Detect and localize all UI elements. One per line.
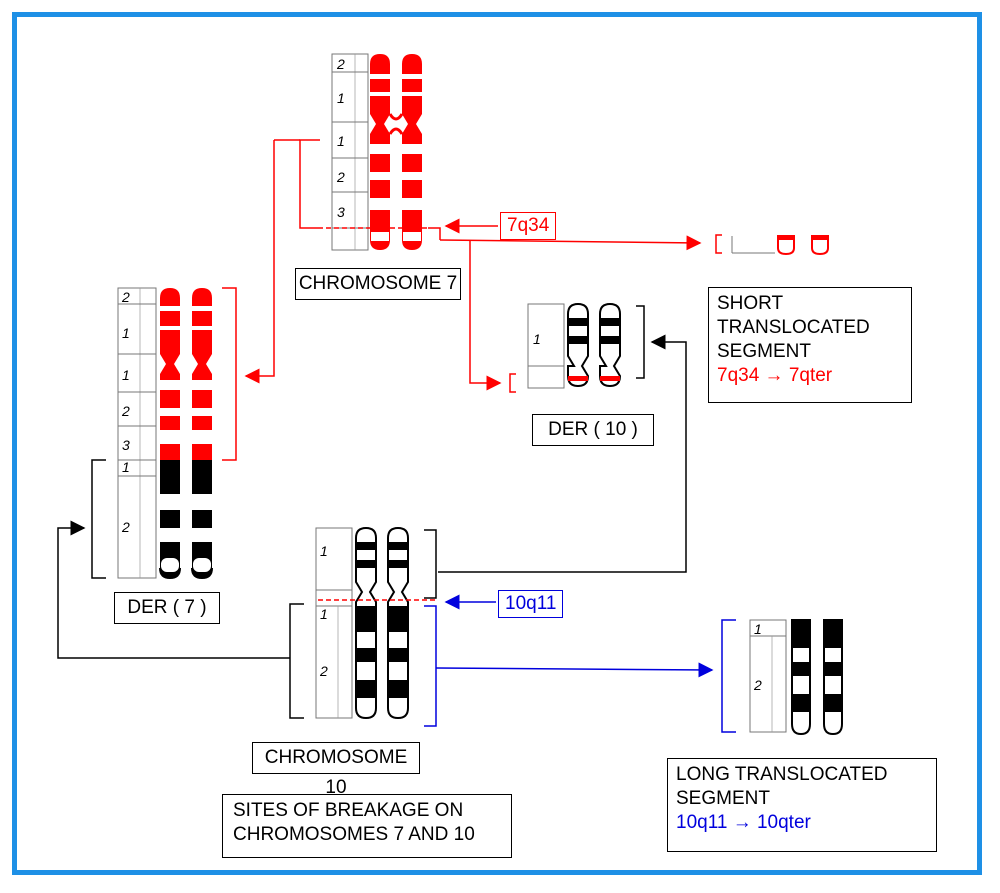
breakpoint-7q34-tag: 7q34 xyxy=(500,212,557,240)
chr10-region-1p: 1 xyxy=(320,543,328,559)
chr7-region-1p: 1 xyxy=(337,90,345,106)
short-segment-box: SHORT TRANSLOCATED SEGMENT 7q34 → 7qter xyxy=(708,287,912,403)
arrow-chr10p-to-der10 xyxy=(438,334,687,573)
long-segment-ideogram: 1 2 xyxy=(721,619,843,736)
long-seg-region-1: 1 xyxy=(754,621,762,637)
der7-region-10-1: 1 xyxy=(122,459,130,475)
long-segment-line1: LONG TRANSLOCATED xyxy=(676,764,888,785)
arrow-to-long-segment xyxy=(435,662,714,678)
sites-line2: CHROMOSOMES 7 AND 10 xyxy=(233,824,475,845)
chr10-region-2q: 2 xyxy=(319,663,328,679)
chromosome-10-label: CHROMOSOME 10 xyxy=(252,742,420,798)
chr7-ruler xyxy=(331,53,369,251)
long-seg-region-2: 2 xyxy=(753,677,762,693)
arrow-chr7-to-der7 xyxy=(244,140,275,384)
der7-ruler xyxy=(117,287,157,579)
short-segment-line1: SHORT xyxy=(717,293,784,314)
short-segment-line2: TRANSLOCATED xyxy=(717,317,870,338)
chr10-region-1q: 1 xyxy=(320,606,328,622)
breakpoint-10q11-tag: 10q11 xyxy=(498,590,564,618)
chromosome-10: 1 1 2 xyxy=(289,526,437,727)
figure-frame xyxy=(12,12,982,875)
long-segment-box: LONG TRANSLOCATED SEGMENT 10q11 → 10qter xyxy=(667,758,937,852)
der7-region-2q: 2 xyxy=(121,403,130,419)
der10-label: DER ( 10 ) xyxy=(532,414,654,446)
der7-region-1p: 1 xyxy=(122,325,130,341)
chr7-region-2p: 2 xyxy=(336,56,345,72)
chromosome-7: 2 1 1 2 3 xyxy=(318,53,430,251)
der10-region-1: 1 xyxy=(533,331,541,347)
sites-line1: SITES OF BREAKAGE ON xyxy=(233,800,464,821)
chr7-region-3q: 3 xyxy=(337,204,345,220)
der7-region-2p: 2 xyxy=(121,289,130,305)
der10-ruler xyxy=(527,303,565,389)
der7-label: DER ( 7 ) xyxy=(114,592,220,624)
chr10-ruler xyxy=(315,527,353,719)
long-segment-range: 10q11 → 10qter xyxy=(676,812,811,833)
short-segment-range: 7q34 → 7qter xyxy=(717,365,833,386)
short-segment-line3: SEGMENT xyxy=(717,341,811,362)
arrow-to-der10 xyxy=(469,240,502,391)
chr7-region-1q: 1 xyxy=(337,133,345,149)
chr7-region-2q: 2 xyxy=(336,169,345,185)
long-segment-line2: SEGMENT xyxy=(676,788,770,809)
chr7-long-bracket xyxy=(299,139,320,229)
der10-chromosome: 1 xyxy=(509,302,645,393)
der7-region-3q: 3 xyxy=(122,437,130,453)
arrow-to-short-segment xyxy=(439,235,702,251)
short-segment-ideogram xyxy=(715,234,829,256)
sites-of-breakage-box: SITES OF BREAKAGE ON CHROMOSOMES 7 AND 1… xyxy=(222,794,512,858)
der7-region-10-2: 2 xyxy=(121,519,130,535)
chromosome-7-label: CHROMOSOME 7 xyxy=(295,268,461,300)
der7-chromosome: 2 1 1 2 3 1 2 xyxy=(91,287,237,580)
der7-region-1q: 1 xyxy=(122,367,130,383)
arrow-chr10q-to-der7 xyxy=(57,520,290,659)
